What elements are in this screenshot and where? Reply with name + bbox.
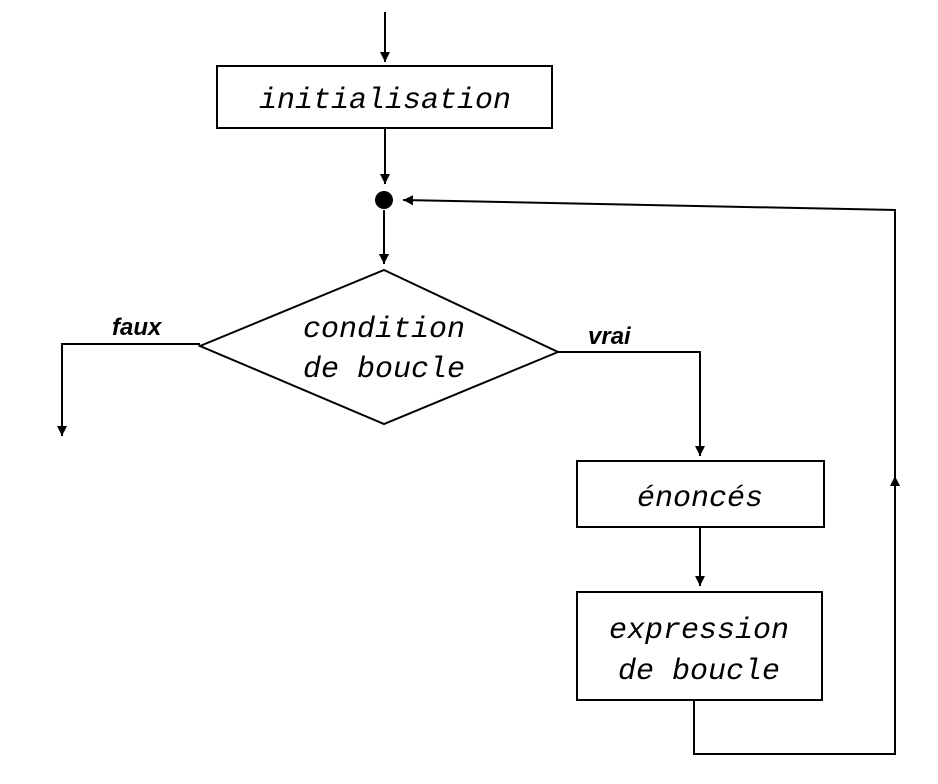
loop-expression-label-line2: de boucle <box>618 655 780 689</box>
condition-label-line2: de boucle <box>303 353 465 387</box>
init-label: initialisation <box>259 84 511 118</box>
statements-box <box>576 460 825 528</box>
false-branch-arrow <box>57 343 200 436</box>
condition-diamond <box>197 268 561 426</box>
loop-expression-label-line1: expression <box>609 614 789 648</box>
true-branch-arrow <box>558 351 705 456</box>
condition-label-line1: condition <box>303 313 465 347</box>
statements-label: énoncés <box>637 482 763 516</box>
loop-back-to-junction-arrow <box>402 195 896 476</box>
loop-expression-box <box>576 591 823 701</box>
junction-dot <box>375 191 393 209</box>
false-label: faux <box>112 314 163 341</box>
loop-back-up-arrow <box>693 476 900 755</box>
true-label: vrai <box>588 323 632 350</box>
